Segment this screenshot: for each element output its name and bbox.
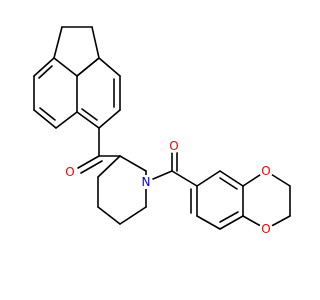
- dioxane-oxygen-bottom: O: [259, 222, 273, 236]
- bond-bdx-6: [196, 170, 221, 187]
- dioxane-oxygen-top: O: [259, 164, 273, 178]
- bond-left-ring-3: [33, 109, 57, 129]
- bond-left-ring-1: [33, 57, 55, 77]
- bond-pip-6: [97, 155, 121, 178]
- bond-left-ring-4: [55, 111, 78, 129]
- ketone-oxygen: O: [63, 165, 77, 179]
- bond-right-ring-3: [98, 109, 121, 129]
- molecule-structure: O N O O O: [33, 26, 291, 236]
- piperidine-nitrogen: N: [139, 175, 153, 189]
- ketone-oxygen-label: O: [65, 165, 74, 179]
- amide-oxygen: O: [167, 139, 181, 153]
- dioxane-oxygen-top-label: O: [261, 164, 270, 178]
- structure-canvas: O N O O O: [33, 26, 291, 236]
- bond-bdx-3: [219, 215, 244, 230]
- bond-right-ring-4b: [81, 108, 98, 121]
- bond-bdx-5: [219, 170, 244, 187]
- bond-right-ring-5: [76, 57, 100, 77]
- bond-ch2-left: [53, 26, 63, 59]
- bond-bdx-3b: [219, 211, 239, 223]
- piperidine-nitrogen-label: N: [142, 175, 151, 189]
- bonds: [33, 26, 291, 230]
- bond-carbonyl-oxygen-2: [80, 160, 103, 174]
- bond-bdx-2: [196, 215, 221, 230]
- bond-carbonyl-oxygen-1: [77, 155, 100, 169]
- bond-right-ring-4: [76, 111, 100, 129]
- bond-left-ring-3b: [39, 107, 56, 121]
- amide-oxygen-label: O: [169, 139, 178, 153]
- bond-pip-1: [119, 155, 147, 172]
- bond-bdx-5b: [219, 177, 238, 190]
- dioxane-oxygen-bottom-label: O: [261, 222, 270, 236]
- bond-pip-4: [97, 206, 121, 225]
- bond-pip-3: [119, 206, 147, 225]
- bond-left-ring-1b: [38, 65, 53, 79]
- atom-labels: O N O O O: [63, 139, 273, 236]
- bond-amide-aryl: [171, 170, 198, 187]
- bond-five-ring-left: [53, 57, 78, 77]
- bond-right-ring-1: [98, 57, 121, 77]
- bond-ch2-right: [91, 26, 100, 59]
